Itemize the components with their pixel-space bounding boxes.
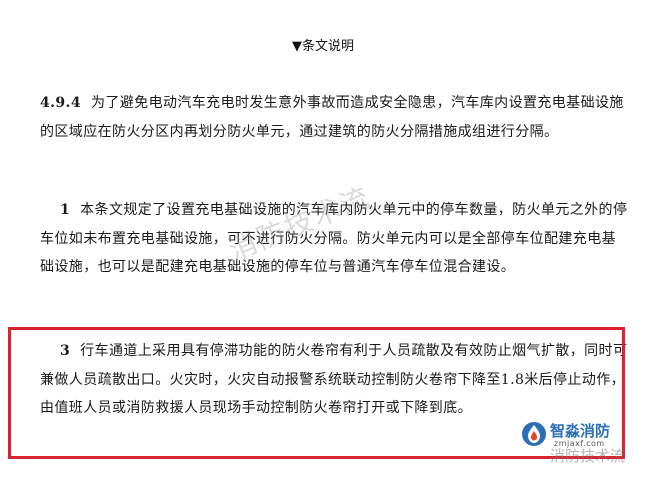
brand-logo: 智淼消防 zmjaxf.com 消防技术流: [520, 418, 646, 476]
brand-url: zmjaxf.com: [554, 439, 605, 448]
clause-text: 为了避免电动汽车充电时发生意外事故而造成安全隐患，汽车库内设置充电基础设施的区域…: [40, 95, 624, 140]
highlight-box: [8, 327, 625, 459]
brand-name: 智淼消防: [550, 422, 611, 440]
item-text: 行车通道上采用具有停滞功能的防火卷帘有利于人员疏散及有效防止烟气扩散，同时可兼做…: [40, 343, 628, 416]
item-number: 1: [60, 202, 71, 218]
section-heading: ▼条文说明: [292, 39, 354, 54]
item-number: 3: [60, 343, 71, 359]
item-text: 本条文规定了设置充电基础设施的汽车库内防火单元中的停车数量，防火单元之外的停车位…: [40, 202, 628, 275]
corner-watermark: 消防技术流: [550, 447, 626, 465]
clause-number: 4.9.4: [40, 95, 81, 111]
flame-drop-icon: [522, 422, 546, 446]
